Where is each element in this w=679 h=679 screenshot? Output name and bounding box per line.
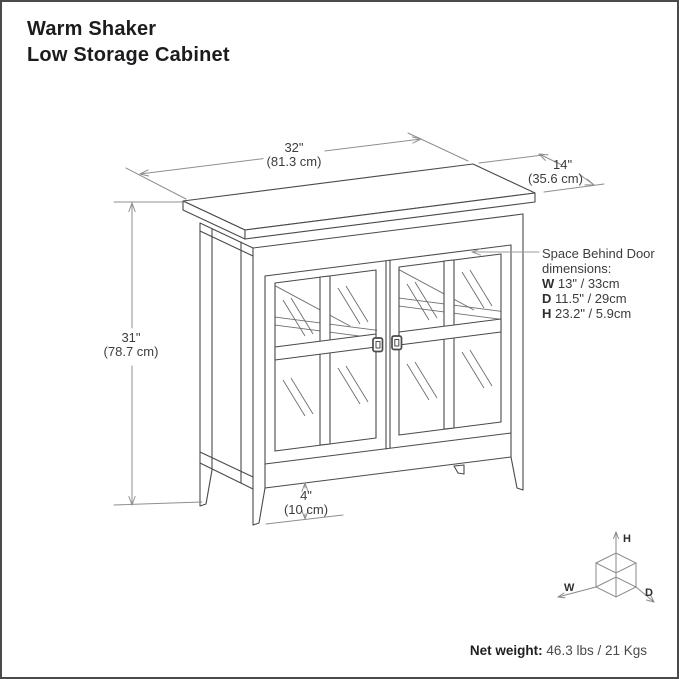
orientation-cube-icon bbox=[557, 531, 655, 603]
annotation-line-2: dimensions: bbox=[542, 261, 612, 276]
annotation-d-value: 11.5" / 29cm bbox=[555, 291, 627, 306]
door-handles bbox=[372, 335, 403, 353]
annotation-line-1: Space Behind Door bbox=[542, 246, 655, 261]
leg-height-dimension-label: 4" (10 cm) bbox=[284, 489, 328, 517]
leg-height-metric: (10 cm) bbox=[283, 502, 329, 517]
cube-axis-h-label: H bbox=[623, 533, 631, 545]
annotation-h-key: H bbox=[542, 306, 552, 321]
annotation-row-d: D 11.5" / 29cm bbox=[542, 291, 655, 306]
net-weight: Net weight: 46.3 lbs / 21 Kgs bbox=[470, 643, 647, 658]
annotation-row-h: H 23.2" / 5.9cm bbox=[542, 306, 655, 321]
annotation-w-value: 13" / 33cm bbox=[557, 276, 620, 291]
title-line-2: Low Storage Cabinet bbox=[27, 44, 230, 66]
depth-inches: 14" bbox=[553, 157, 573, 172]
depth-metric: (35.6 cm) bbox=[528, 171, 583, 186]
annotation-d-key: D bbox=[542, 291, 552, 306]
annotation-leader-line bbox=[471, 248, 540, 256]
annotation-h-value: 23.2" / 5.9cm bbox=[555, 306, 632, 321]
height-dimension-lines bbox=[113, 201, 203, 506]
height-dimension-label: 31" (78.7 cm) bbox=[100, 330, 162, 359]
height-inches: 31" bbox=[121, 330, 141, 345]
space-behind-door-annotation: Space Behind Door dimensions: W 13" / 33… bbox=[542, 246, 655, 321]
annotation-row-w: W 13" / 33cm bbox=[542, 276, 655, 291]
floor-line bbox=[265, 514, 344, 525]
height-metric: (78.7 cm) bbox=[103, 344, 159, 359]
cabinet-body-lines bbox=[182, 163, 536, 526]
annotation-w-key: W bbox=[542, 276, 555, 291]
cube-axis-d-label: D bbox=[645, 587, 653, 599]
net-weight-label: Net weight: bbox=[469, 643, 543, 658]
width-metric: (81.3 cm) bbox=[266, 154, 322, 169]
title-line-1: Warm Shaker bbox=[27, 18, 157, 40]
leg-height-inches: 4" bbox=[300, 488, 312, 503]
width-inches: 32" bbox=[284, 140, 304, 155]
cube-axis-w-label: W bbox=[564, 582, 575, 594]
width-dimension-label: 32" (81.3 cm) bbox=[263, 140, 325, 169]
net-weight-value: 46.3 lbs / 21 Kgs bbox=[542, 643, 647, 658]
depth-dimension-lines bbox=[478, 153, 605, 193]
page-title: Warm Shaker Low Storage Cabinet bbox=[27, 16, 230, 68]
leg-dimension-lines bbox=[301, 482, 309, 520]
